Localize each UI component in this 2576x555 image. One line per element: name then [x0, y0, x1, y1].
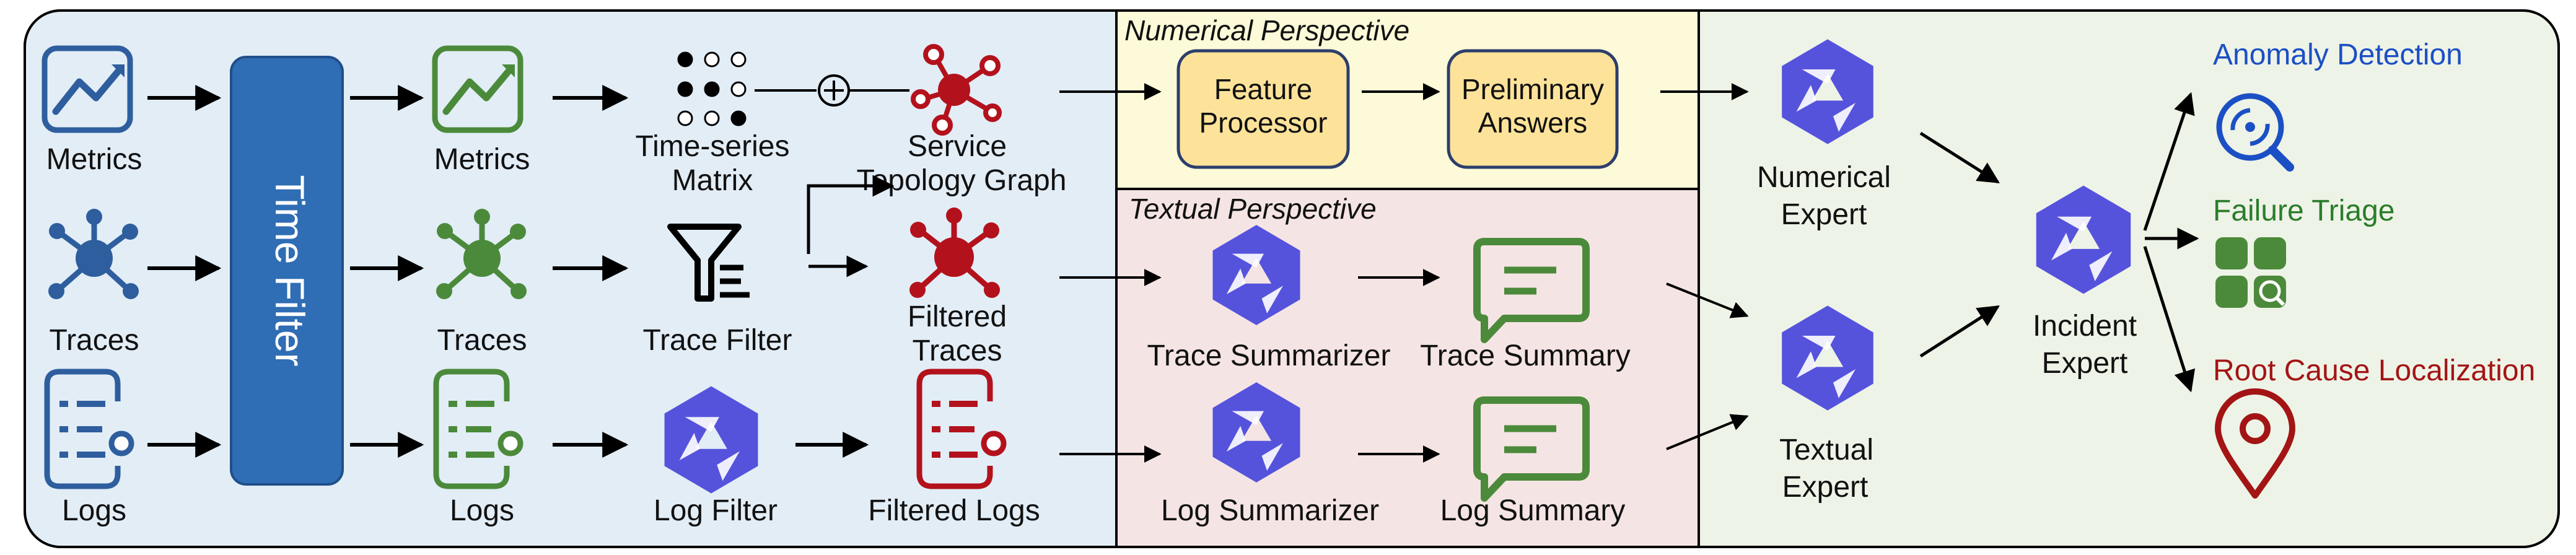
topology-label-line2: Topology Graph — [857, 164, 1067, 197]
incident-expert-label-line1: Incident — [2033, 310, 2137, 343]
logs-input-icon — [44, 369, 134, 489]
metrics-input-label: Metrics — [46, 143, 142, 176]
magnifier-icon — [2216, 93, 2294, 172]
arrow-incident-detection — [2143, 92, 2195, 231]
feature-processor-label-line1: Feature — [1214, 73, 1313, 105]
numerical-expert-label-line1: Numerical — [1757, 161, 1891, 194]
traces-input-icon — [48, 209, 139, 299]
time-filter-box — [230, 56, 344, 486]
numerical-perspective-title: Numerical Perspective — [1124, 14, 1409, 46]
matrix-label-line2: Matrix — [672, 164, 753, 197]
preliminary-answers-label-line1: Preliminary — [1461, 73, 1604, 105]
topology-graph-icon — [911, 44, 1002, 136]
logs-filtered-icon — [433, 369, 524, 489]
traces-input-label: Traces — [50, 324, 139, 357]
logs-input-label: Logs — [62, 494, 126, 527]
arrow-tracesummary-textualexpert — [1666, 282, 1749, 318]
filtered-logs-label: Filtered Logs — [868, 494, 1040, 527]
filtered-traces-label-line2: Traces — [913, 334, 1002, 367]
log-filter-label: Log Filter — [654, 494, 778, 527]
root-cause-label: Root Cause Localization — [2213, 354, 2535, 387]
filtered-traces-icon — [909, 208, 1000, 298]
dot-matrix-icon — [677, 51, 747, 126]
trace-summarizer-label: Trace Summarizer — [1147, 339, 1391, 372]
metrics-output-label: Metrics — [434, 143, 530, 176]
arrow-textual-incident — [1919, 305, 2000, 358]
textual-expert-label-line2: Expert — [1782, 471, 1868, 504]
preliminary-answers-label-line2: Answers — [1478, 107, 1587, 139]
arrow-tracefilter-topology — [807, 175, 895, 254]
traces-filtered-icon — [436, 209, 527, 299]
trace-summary-bubble-icon — [1473, 238, 1590, 343]
arrow-logsummary-textualexpert — [1666, 414, 1749, 450]
feature-processor-label-line2: Processor — [1199, 107, 1327, 139]
textual-panel — [1116, 189, 1699, 546]
logs-output-label: Logs — [450, 494, 514, 527]
map-pin-icon — [2215, 388, 2295, 499]
textual-perspective-title: Textual Perspective — [1129, 193, 1377, 225]
traces-output-label: Traces — [437, 324, 527, 357]
arrow-numerical-incident — [1919, 131, 2000, 184]
arrow-incident-rootcause — [2143, 246, 2196, 393]
metrics-filtered-icon — [432, 45, 524, 133]
numerical-expert-label-line2: Expert — [1781, 198, 1867, 231]
trace-summary-label: Trace Summary — [1420, 339, 1631, 372]
topology-label-line1: Service — [908, 130, 1007, 163]
failure-triage-label: Failure Triage — [2213, 194, 2394, 227]
textual-expert-label-line1: Textual — [1779, 434, 1873, 466]
trace-filter-label: Trace Filter — [643, 324, 792, 357]
preliminary-answers-box — [1447, 49, 1619, 169]
log-summary-bubble-icon — [1473, 396, 1590, 502]
filtered-logs-icon — [916, 369, 1007, 489]
grid-search-icon — [2215, 237, 2286, 308]
metrics-input-icon — [42, 45, 133, 133]
anomaly-detection-label: Anomaly Detection — [2213, 38, 2463, 71]
log-summary-label: Log Summary — [1440, 494, 1626, 527]
feature-processor-box — [1176, 49, 1350, 169]
expert-panel — [1699, 12, 2557, 546]
filtered-traces-label-line1: Filtered — [908, 300, 1007, 333]
matrix-label-line1: Time-series — [636, 130, 790, 163]
time-filter-label: Time Filter — [267, 175, 313, 366]
funnel-icon — [667, 224, 750, 302]
log-summarizer-label: Log Summarizer — [1161, 494, 1379, 527]
incident-expert-label-line2: Expert — [2042, 347, 2128, 380]
